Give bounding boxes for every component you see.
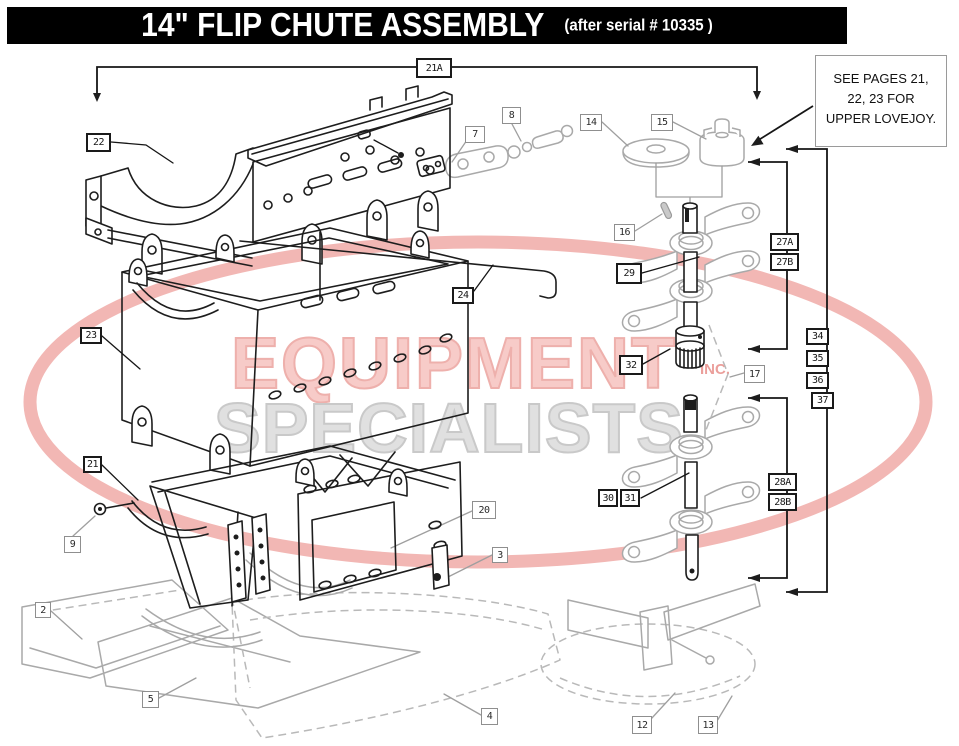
watermark-text-specialists: SPECIALISTS: [214, 389, 684, 467]
callout-28a: 28A: [768, 473, 797, 491]
black-leader-lines: [101, 141, 700, 501]
gray-leader-lines: [50, 121, 745, 722]
note-line-3: UPPER LOVEJOY.: [825, 111, 937, 126]
callout-32: 32: [619, 355, 643, 375]
belt-dashed-line: [705, 324, 729, 431]
carriage-bolt-part: [93, 502, 135, 516]
callout-24: 24: [452, 287, 474, 304]
callout-31: 31: [620, 489, 640, 507]
page-title: 14" FLIP CHUTE ASSEMBLY: [141, 6, 545, 44]
idler-strap-part: [444, 145, 509, 179]
callout-3: 3: [492, 547, 508, 563]
page-subtitle: (after serial # 10335 ): [564, 16, 713, 35]
callout-20: 20: [472, 501, 496, 519]
callout-28b: 28B: [768, 493, 797, 511]
coupling-part: [675, 325, 705, 369]
top-mount-frame: [85, 85, 453, 275]
callout-30: 30: [598, 489, 618, 507]
callout-2: 2: [35, 602, 51, 618]
callout-23: 23: [80, 327, 102, 344]
title-bar: 14" FLIP CHUTE ASSEMBLY (after serial # …: [7, 6, 847, 44]
black-parts-layer: [85, 66, 828, 609]
watermark-text-inc: INC.: [700, 361, 730, 378]
pulley-connector-lines: [655, 162, 723, 207]
watermark-text-equipment: EQUIPMENT: [231, 324, 677, 404]
deflector-wide-part: [231, 591, 561, 739]
callout-17: 17: [744, 365, 765, 383]
bracket-21a-lines: [93, 66, 761, 102]
shaft-sections: [682, 202, 699, 581]
callout-34: 34: [806, 328, 829, 345]
callout-29: 29: [616, 263, 642, 284]
callout-27a: 27A: [770, 233, 799, 251]
gray-parts-layer: [21, 118, 761, 739]
callout-21a: 21A: [416, 58, 452, 78]
link-rod-part: [239, 240, 557, 299]
callout-14: 14: [580, 114, 602, 131]
watermark: EQUIPMENT SPECIALISTS INC.: [23, 235, 933, 569]
callout-37: 37: [811, 392, 834, 409]
callout-21: 21: [83, 456, 102, 473]
callout-27b: 27B: [770, 253, 799, 271]
callout-8: 8: [502, 107, 521, 124]
lovejoy-coupler-part: [699, 118, 745, 167]
flip-chute-body: [127, 445, 463, 609]
callout-15: 15: [651, 114, 673, 131]
callout-12: 12: [632, 716, 652, 734]
callout-22: 22: [86, 133, 111, 152]
callout-35: 35: [806, 350, 829, 367]
callout-5: 5: [142, 691, 159, 708]
callout-7: 7: [465, 126, 485, 143]
callout-16: 16: [614, 224, 635, 241]
note-line-2: 22, 23 FOR: [847, 91, 915, 106]
note-line-1: SEE PAGES 21,: [833, 71, 929, 86]
callout-9: 9: [64, 536, 81, 553]
spinner-assembly-part: [540, 583, 761, 705]
callout-36: 36: [806, 372, 829, 389]
shaft-key-part: [660, 201, 673, 220]
callout-13: 13: [698, 716, 718, 734]
note-box: SEE PAGES 21, 22, 23 FOR UPPER LOVEJOY.: [815, 55, 947, 147]
deflector-left-part: [21, 579, 229, 679]
note-arrow: [751, 105, 814, 146]
callout-4: 4: [481, 708, 498, 725]
linkage-rod-part: [507, 124, 574, 159]
